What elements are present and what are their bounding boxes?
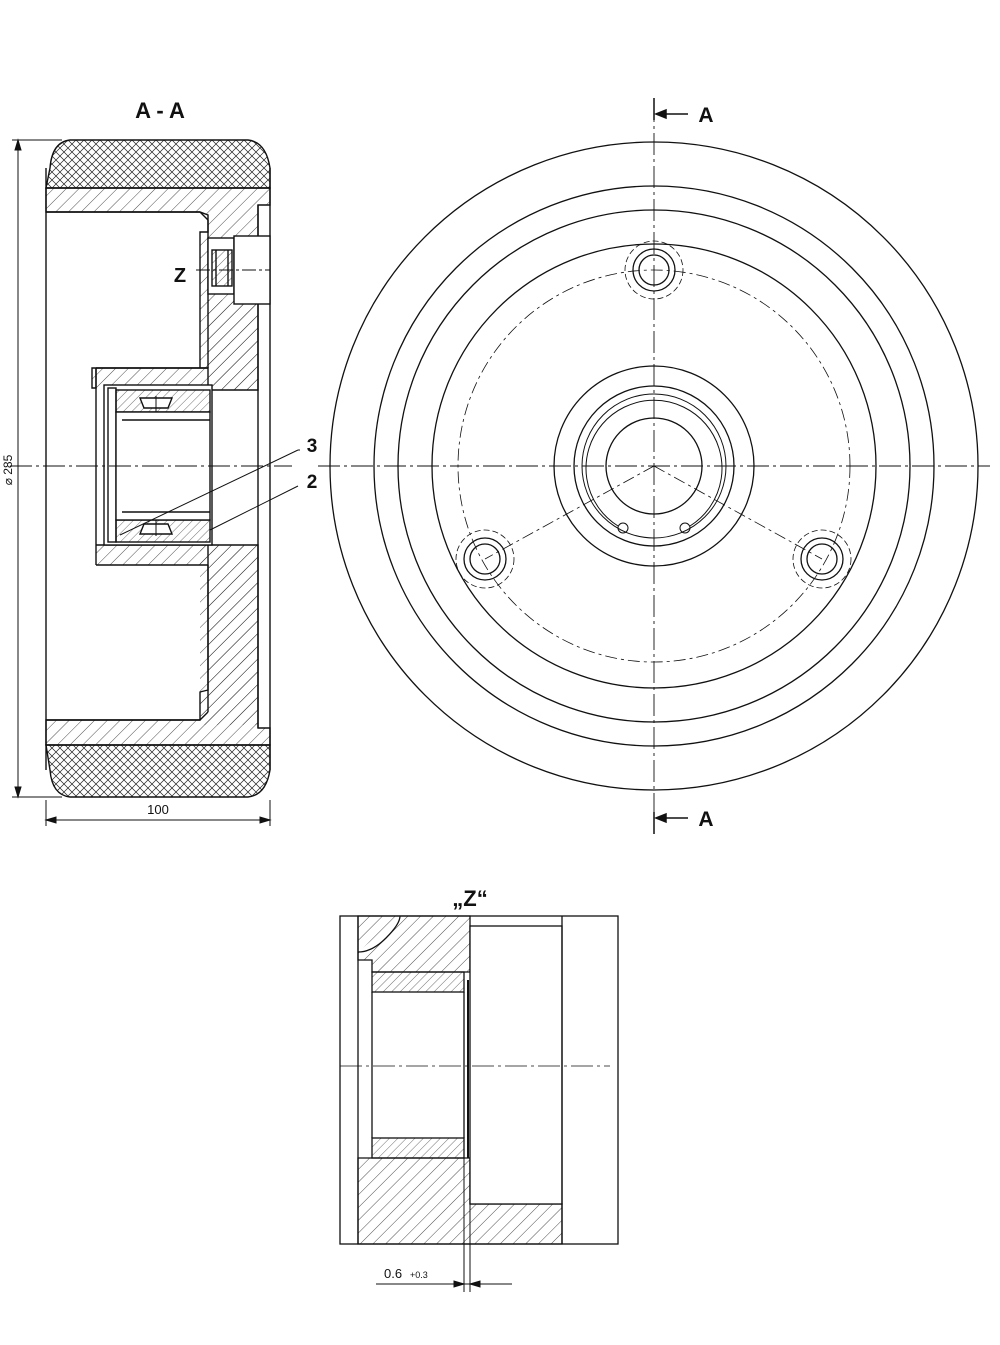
callout-2: 2 — [307, 472, 318, 493]
gap-tolerance: +0.3 — [410, 1270, 428, 1280]
cap-flange — [469, 925, 563, 1205]
section-title: A - A — [135, 98, 185, 123]
width-label: 100 — [147, 802, 169, 817]
tyre-bottom — [45, 744, 271, 798]
diameter-label: ⌀ 285 — [1, 454, 15, 485]
section-mark-bottom: A — [698, 808, 713, 831]
bushing-top — [371, 971, 465, 993]
callout-3: 3 — [307, 436, 318, 457]
bushing-bottom — [371, 1137, 465, 1159]
gap-value: 0.6 — [384, 1266, 402, 1281]
tyre-top — [45, 139, 271, 189]
bolt-hole-left — [455, 529, 515, 589]
gap-dimension — [376, 1158, 512, 1292]
section-mark-top: A — [698, 104, 713, 127]
width-dimension — [44, 800, 272, 826]
bolt-hole-right — [792, 529, 852, 589]
callout-3-leader — [119, 449, 299, 536]
front-view — [318, 100, 990, 832]
detail-title: „Z“ — [452, 886, 487, 911]
callout-2-leader — [209, 485, 299, 531]
detail-z-marker: Z — [174, 265, 186, 287]
section-view — [10, 139, 300, 798]
detail-view — [339, 915, 619, 1245]
section-cut-marks — [653, 98, 688, 834]
diameter-dimension — [12, 138, 62, 799]
